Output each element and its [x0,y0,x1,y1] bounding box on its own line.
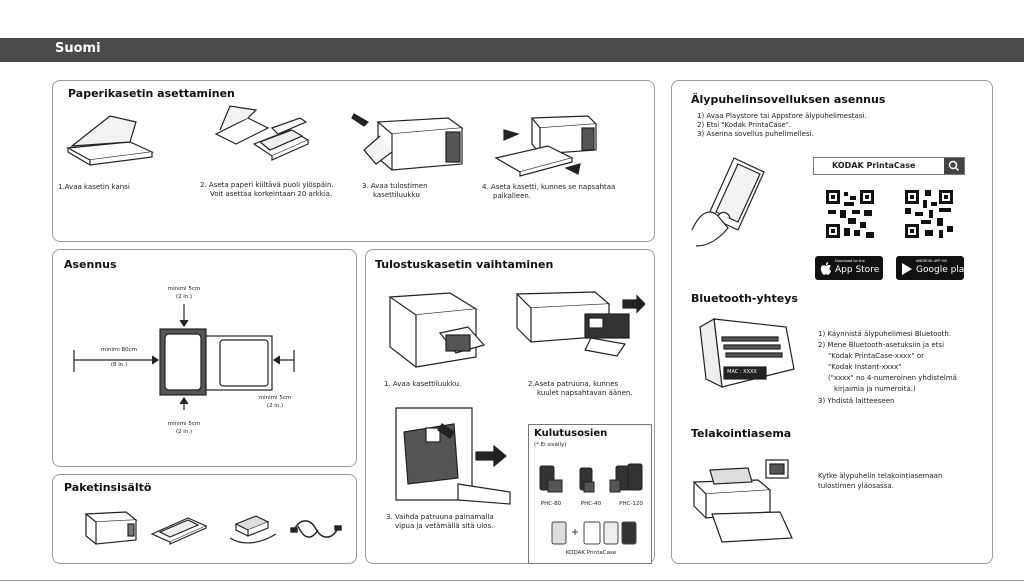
bluetooth-line7: 3) Yhdistä laitteeseen [818,397,895,405]
dock-printer-illustration [688,452,798,548]
paper-step4-caption-line2: paikalleen. [493,192,532,200]
cartridge-step2-caption-line2: kuulet napsahtavan äänen. [537,389,633,397]
apple-icon [820,261,832,275]
paper-step4-caption-line1: 4. Aseta kasetti, kunnes se napsahtaa [482,183,616,191]
printacase-label: KODAK PrintaCase [565,550,617,556]
qr-code-googleplay-icon [903,188,955,240]
bottom-divider [0,580,1024,581]
paper-step1-caption: 1.Avaa kasetin kansi [58,183,130,191]
bottom-clearance-line2: (2 in.) [175,429,193,435]
package-cable-illustration [290,514,342,544]
paper-step3-caption-line1: 3. Avaa tulostimen [362,182,428,190]
paper-step2-caption-line2: Voit asettaa korkeintaan 20 arkkia. [210,190,333,198]
cartridge-replacement-title: Tulostuskasetin vaihtaminen [375,258,554,271]
bluetooth-line1: 1) Käynnistä älypuhelimesi Bluetooth. [818,330,952,338]
google-play-badge: ANDROID APP ON Google play [896,256,970,280]
printer-bottom-illustration [694,315,800,397]
app-search-text: KODAK PrintaCase [832,161,916,170]
dock-title: Telakointiasema [691,427,792,440]
bluetooth-line2: 2) Mene Bluetooth-asetuksiin ja etsi [818,341,945,349]
top-clearance-line1: minimi 5cm [167,286,201,292]
language-header-bar: Suomi [0,38,1024,62]
cartridge-insert-illustration [505,286,645,362]
app-install-line2: 2) Etsi "Kodak PrintaCase". [697,121,792,129]
app-store-badge: Download on the App Store [815,256,883,280]
app-install-line3: 3) Asenna sovellus puhelimellesi. [697,130,814,138]
cartridge-step2-caption-line1: 2.Aseta patruuna, kunnes [528,380,619,388]
printer-open-door-illustration [350,108,470,174]
paper-step3-caption-line2: kasettiluukku [373,191,420,199]
bluetooth-title: Bluetooth-yhteys [691,292,798,305]
printacase-illustration [546,518,642,546]
mac-address-label: MAC : XXXX [727,369,757,375]
qr-code-appstore-icon [824,188,876,240]
bluetooth-line6: kirjaimia ja numeroita.) [834,385,916,393]
paper-cassette-title: Paperikasetin asettaminen [68,87,235,100]
installation-title: Asennus [64,258,117,271]
bluetooth-line4: "Kodak Instant-xxxx" [828,363,902,371]
left-clearance-line1: minimi 80cm [101,347,137,353]
paper-load-illustration [210,104,310,168]
paper-step2-caption-line1: 2. Aseta paperi kiiltävä puoli ylöspäin. [200,181,334,189]
consumable-packs-illustration [534,460,646,496]
dock-line2: tulostimen yläosassa. [818,482,894,490]
clearance-diagram [70,300,300,412]
consumables-title: Kulutusosien [534,428,608,439]
insert-cassette-illustration [490,108,600,180]
app-search-box: KODAK PrintaCase [813,157,965,175]
app-install-line1: 1) Avaa Playstore tai Appstore älypuheli… [697,112,867,120]
right-clearance-line1: minimi 5cm [258,395,292,401]
cartridge-open-door-illustration [380,285,486,373]
cassette-open-lid-illustration [60,108,156,168]
consumable-phc120: PHC-120 [619,501,643,507]
dock-line1: Kytke älypuhelin telakointiasemaan [818,472,943,480]
cartridge-remove-illustration [392,404,516,508]
package-printer-illustration [78,506,140,548]
package-contents-title: Paketinsisältö [64,481,152,494]
cartridge-step1-caption: 1. Avaa kasettiluukku. [384,380,462,388]
top-clearance-line2: (2 in.) [175,294,193,300]
left-clearance-line2: (8 in.) [110,362,128,368]
app-store-small-text: Download on the [835,259,865,263]
app-store-big-text: App Store [835,265,880,275]
search-icon [944,158,964,174]
cartridge-step3-caption-line1: 3. Vaihda patruuna painamalla [386,513,494,521]
google-play-big-text: Google play [916,265,970,275]
bluetooth-line3: "Kodak PrintaCase-xxxx" or [828,352,924,360]
app-install-title: Älypuhelinsovelluksen asennus [691,93,886,106]
consumables-note: (* Ei sisälly) [534,442,567,448]
bottom-clearance-line1: minimi 5cm [167,421,201,427]
cartridge-step3-caption-line2: vipua ja vetämällä sitä ulos. [395,522,494,530]
google-play-small-text: ANDROID APP ON [916,259,947,263]
consumable-phc40: PHC-40 [580,501,602,507]
language-title: Suomi [55,41,101,56]
bluetooth-line5: ("xxxx" no 4-numeroinen yhdistelmä [828,374,957,382]
consumable-phc80: PHC-80 [540,501,562,507]
package-cassette-illustration [148,510,210,546]
package-adapter-illustration [226,510,280,546]
right-clearance-line2: (2 in.) [266,403,284,409]
hand-phone-illustration [688,150,788,250]
google-play-icon [901,261,913,275]
